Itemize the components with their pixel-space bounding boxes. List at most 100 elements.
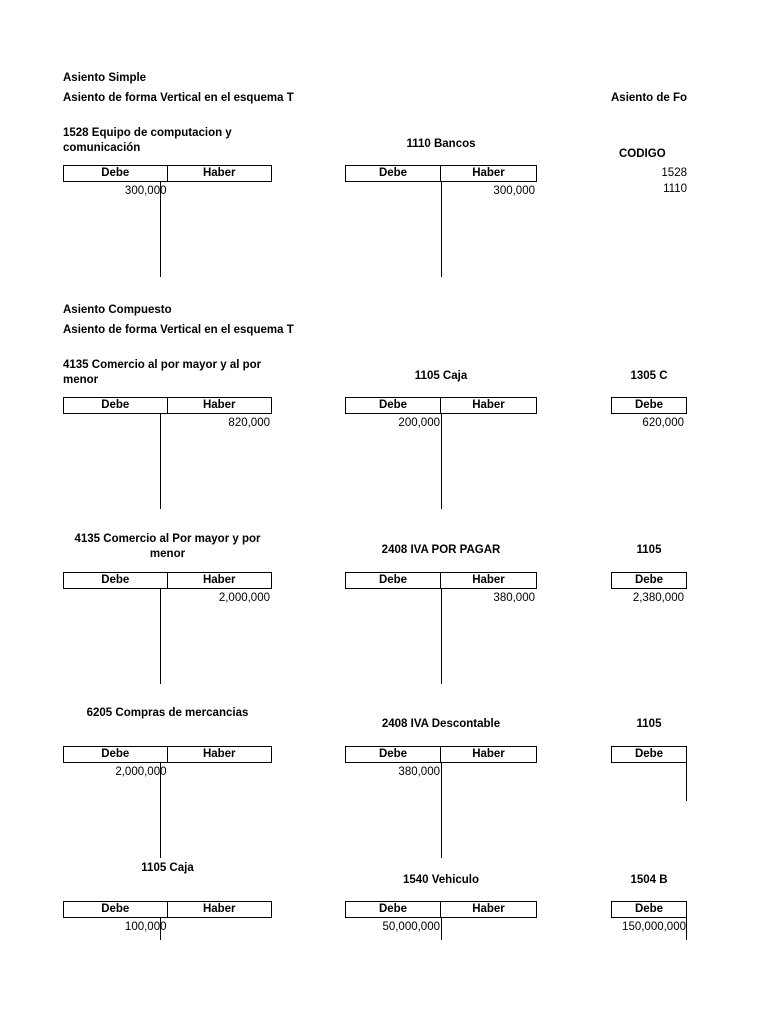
account-title-1105-c-line1: 1105 — [636, 718, 662, 730]
account-title-2408-descontable-line1: 2408 IVA Descontable — [381, 718, 501, 730]
account-title-6205: 6205 Compras de mercancias — [63, 706, 272, 721]
t-account-6205-haber-amount — [168, 763, 273, 781]
t-account-1504-header-row: Debe — [611, 901, 687, 918]
t-account-2408-descontable-header-row: Debe Haber — [345, 746, 537, 763]
t-account-4135-b-divider — [160, 589, 161, 684]
t-account-2408-por-pagar-divider — [441, 589, 442, 684]
t-account-1105-c-divider — [686, 763, 687, 801]
account-title-1110-line1: 1110 Bancos — [406, 138, 476, 150]
t-account-1105-c-header-debe: Debe — [634, 748, 664, 760]
t-account-6205-header-debe: Debe — [64, 747, 168, 762]
t-account-6205-amount-row: 2,000,000 — [63, 763, 272, 781]
t-account-4135-a-debe-amount — [63, 414, 168, 432]
t-account-6205-header-row: Debe Haber — [63, 746, 272, 763]
t-account-1504-divider — [686, 918, 687, 940]
t-account-1110-header-debe: Debe — [346, 166, 441, 181]
account-title-1540: 1540 Vehiculo — [345, 873, 537, 888]
t-account-1105-caja-bottom-divider — [160, 918, 161, 940]
t-account-1110: Debe Haber 300,000 — [345, 165, 537, 277]
account-title-1528-line1: 1528 Equipo de computacion y — [63, 127, 232, 139]
account-title-1105-caja-bottom-line1: 1105 Caja — [141, 862, 194, 874]
t-account-1105-b-header-debe: Debe — [634, 574, 664, 586]
t-account-2408-descontable-divider — [441, 763, 442, 858]
t-account-1105-caja-bottom-debe-amount: 100,000 — [124, 921, 167, 933]
t-account-1540-header-row: Debe Haber — [345, 901, 537, 918]
t-account-1105-a-amount-row: 200,000 — [345, 414, 537, 432]
account-title-2408-descontable: 2408 IVA Descontable — [345, 717, 537, 732]
t-account-4135-b-amount-row: 2,000,000 — [63, 589, 272, 607]
account-title-2408-por-pagar: 2408 IVA POR PAGAR — [345, 543, 537, 558]
t-account-1540-header-debe: Debe — [346, 902, 441, 917]
t-account-1504-debe-amount: 150,000,000 — [622, 921, 686, 933]
t-account-4135-a-header-haber: Haber — [202, 399, 236, 411]
section-subtitle-asiento-simple: Asiento de forma Vertical en el esquema … — [63, 92, 294, 104]
account-title-1105-b-line1: 1105 — [636, 544, 662, 556]
t-account-4135-a-divider — [160, 414, 161, 509]
t-account-1105-c: Debe — [611, 746, 687, 801]
t-account-4135-b-header-haber: Haber — [202, 574, 236, 586]
account-title-1305-line1: 1305 C — [630, 370, 668, 382]
t-account-6205: Debe Haber 2,000,000 — [63, 746, 272, 858]
code-value-1110: 1110 — [663, 183, 687, 195]
t-account-1540-debe-amount: 50,000,000 — [382, 921, 440, 933]
t-account-1105-caja-bottom: Debe Haber 100,000 — [63, 901, 272, 940]
t-account-1540-divider — [441, 918, 442, 940]
account-title-6205-line1: 6205 Compras de mercancias — [86, 707, 249, 719]
account-title-1105-caja-bottom: 1105 Caja — [63, 861, 272, 876]
t-account-1105-a-divider — [441, 414, 442, 509]
t-account-1105-a-header-row: Debe Haber — [345, 397, 537, 414]
section-title-asiento-forma-clipped: Asiento de Fo — [611, 92, 688, 104]
t-account-1528-haber-amount — [168, 182, 273, 200]
t-account-1105-caja-bottom-amount-row: 100,000 — [63, 918, 272, 936]
t-account-1504-amount-row: 150,000,000 — [611, 918, 687, 936]
account-title-4135-b-line1: 4135 Comercio al Por mayor y por — [74, 533, 261, 545]
t-account-1528-header-haber: Haber — [202, 167, 236, 179]
t-account-1540-haber-amount — [441, 918, 537, 936]
t-account-4135-a: Debe Haber 820,000 — [63, 397, 272, 509]
t-account-6205-debe-amount: 2,000,000 — [115, 766, 167, 778]
t-account-6205-header-haber: Haber — [202, 748, 236, 760]
t-account-1110-amount-row: 300,000 — [345, 182, 537, 200]
t-account-1105-a-debe-amount: 200,000 — [398, 417, 440, 429]
account-title-4135-a: 4135 Comercio al por mayor y al por meno… — [63, 358, 278, 387]
section-title-asiento-simple: Asiento Simple — [63, 72, 147, 84]
t-account-1105-caja-bottom-haber-amount — [168, 918, 273, 936]
t-account-2408-descontable-header-debe: Debe — [346, 747, 441, 762]
t-account-1105-a: Debe Haber 200,000 — [345, 397, 537, 509]
account-title-1105-b: 1105 — [611, 543, 687, 558]
t-account-2408-descontable-debe-amount: 380,000 — [398, 766, 440, 778]
t-account-1528-amount-row: 300,000 — [63, 182, 272, 200]
t-account-2408-por-pagar-header-row: Debe Haber — [345, 572, 537, 589]
t-account-2408-por-pagar: Debe Haber 380,000 — [345, 572, 537, 684]
account-title-1105-a-line1: 1105 Caja — [414, 370, 468, 382]
t-account-4135-b: Debe Haber 2,000,000 — [63, 572, 272, 684]
section-subtitle-asiento-compuesto: Asiento de forma Vertical en el esquema … — [63, 324, 294, 336]
t-account-1305: Debe 620,000 — [611, 397, 687, 432]
t-account-2408-por-pagar-haber-amount: 380,000 — [493, 592, 535, 604]
code-value-1528: 1528 — [661, 167, 687, 179]
account-title-1305: 1305 C — [611, 369, 687, 384]
t-account-4135-b-debe-amount — [63, 589, 168, 607]
t-account-4135-a-haber-amount: 820,000 — [228, 417, 270, 429]
t-account-4135-b-haber-amount: 2,000,000 — [218, 592, 270, 604]
account-title-4135-a-line2: menor — [63, 373, 99, 386]
t-account-2408-por-pagar-header-haber: Haber — [472, 574, 505, 586]
t-account-1105-c-header-row: Debe — [611, 746, 687, 763]
account-title-1504-line1: 1504 B — [630, 874, 668, 886]
codes-column: CODIGO 1528 1110 — [611, 147, 687, 197]
t-account-1105-caja-bottom-header-debe: Debe — [64, 902, 168, 917]
account-title-2408-por-pagar-line1: 2408 IVA POR PAGAR — [381, 544, 501, 556]
t-account-4135-b-header-row: Debe Haber — [63, 572, 272, 589]
t-account-1110-header-row: Debe Haber — [345, 165, 537, 182]
t-account-1540-header-haber: Haber — [472, 903, 505, 915]
t-account-4135-a-header-debe: Debe — [64, 398, 168, 413]
t-account-1110-haber-amount: 300,000 — [493, 185, 535, 197]
account-title-1504: 1504 B — [611, 873, 687, 888]
t-account-1528-divider — [160, 182, 161, 277]
t-account-2408-por-pagar-amount-row: 380,000 — [345, 589, 537, 607]
t-account-2408-descontable-header-haber: Haber — [472, 748, 505, 760]
t-account-1105-c-debe-amount — [611, 763, 687, 781]
t-account-4135-a-header-row: Debe Haber — [63, 397, 272, 414]
t-account-1528-header-debe: Debe — [64, 166, 168, 181]
t-account-2408-descontable-haber-amount — [441, 763, 537, 781]
